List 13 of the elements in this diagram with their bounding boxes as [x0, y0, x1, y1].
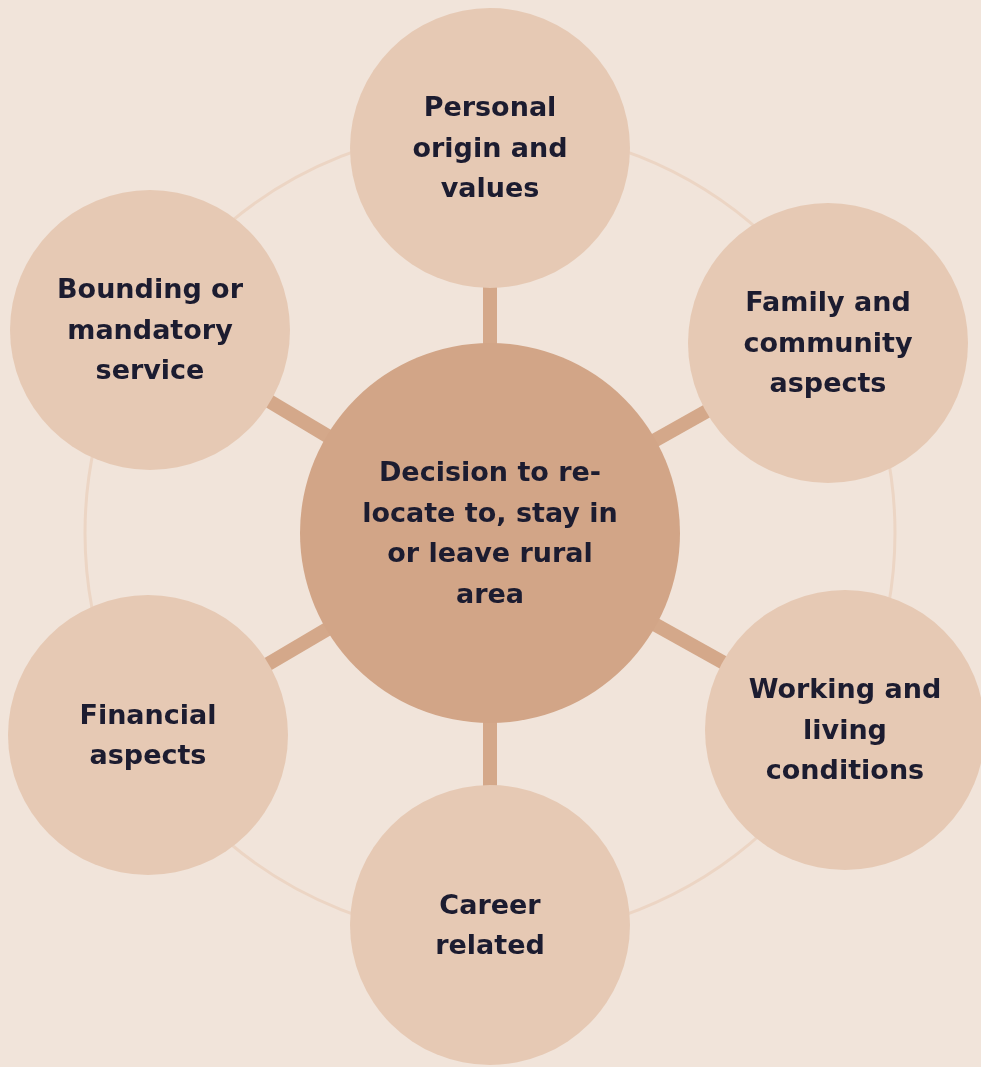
circle-label: Financial aspects: [78, 697, 218, 772]
circle-label: Personal origin and values: [411, 90, 569, 206]
connector: [651, 618, 728, 670]
connector: [483, 286, 497, 345]
circle-label: Decision to re-locate to, stay in or leave rural area: [361, 455, 619, 611]
connector: [483, 721, 497, 787]
circle-label: Career related: [434, 887, 546, 962]
connector: [264, 394, 333, 443]
connector: [650, 404, 712, 447]
circle-label: Working and living conditions: [747, 672, 943, 788]
circle-label: Bounding or mandatory service: [56, 272, 244, 388]
connector: [263, 622, 332, 671]
circle-label: Family and community aspects: [742, 285, 914, 401]
